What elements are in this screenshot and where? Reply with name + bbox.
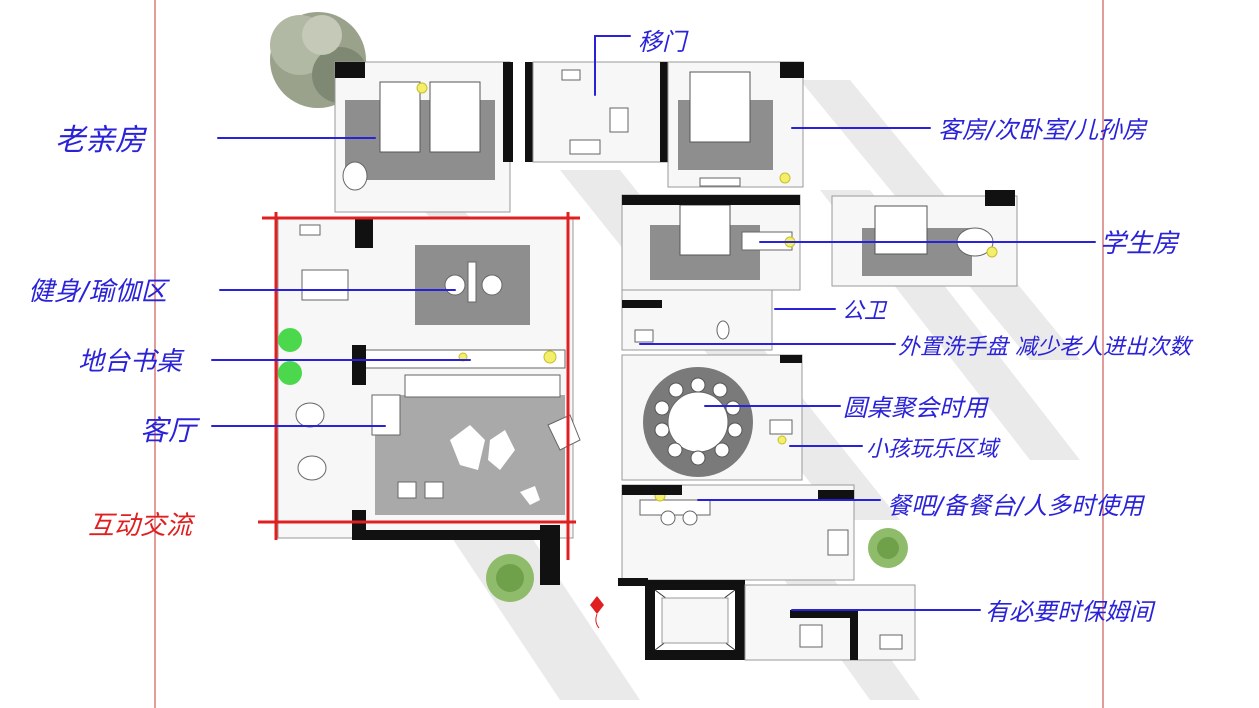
plant-icon-bottom-left (486, 554, 534, 602)
label-round-table: 圆桌聚会时用 (843, 394, 989, 422)
label-public-bath: 公卫 (842, 299, 888, 324)
label-student-room: 学生房 (1100, 229, 1180, 259)
room-elderly (334, 61, 533, 213)
room-nanny (744, 584, 916, 661)
room-lift (645, 580, 745, 660)
plant-icon-right (868, 528, 908, 568)
label-kids-play: 小孩玩乐区域 (866, 437, 1001, 462)
label-interaction: 互动交流 (88, 511, 196, 541)
label-elderly-room: 老亲房 (55, 123, 148, 158)
label-guest-room: 客房/次卧室/儿孙房 (938, 116, 1148, 144)
leader-lines (211, 35, 1096, 611)
room-dining (621, 354, 803, 481)
label-desk: 地台书桌 (78, 347, 185, 377)
room-public-bath (621, 289, 773, 351)
plant-icon (278, 328, 302, 385)
room-living (295, 374, 581, 540)
label-dining-bar: 餐吧/备餐台/人多时使用 (887, 492, 1145, 520)
label-living-room: 客厅 (140, 414, 201, 447)
label-fitness-area: 健身/瑜伽区 (28, 277, 171, 307)
label-sliding-door: 移门 (638, 28, 689, 56)
room-bathroom-top (532, 61, 669, 163)
label-external-basin: 外置洗手盘 减少老人进出次数 (898, 335, 1194, 360)
kite-icon (590, 596, 604, 629)
interaction-zone-outline (258, 212, 580, 560)
round-table-icon (654, 377, 743, 466)
label-nanny-room: 有必要时保姆间 (985, 598, 1156, 626)
room-guest (667, 61, 804, 188)
room-student (831, 190, 1018, 287)
room-study-center (621, 194, 801, 291)
